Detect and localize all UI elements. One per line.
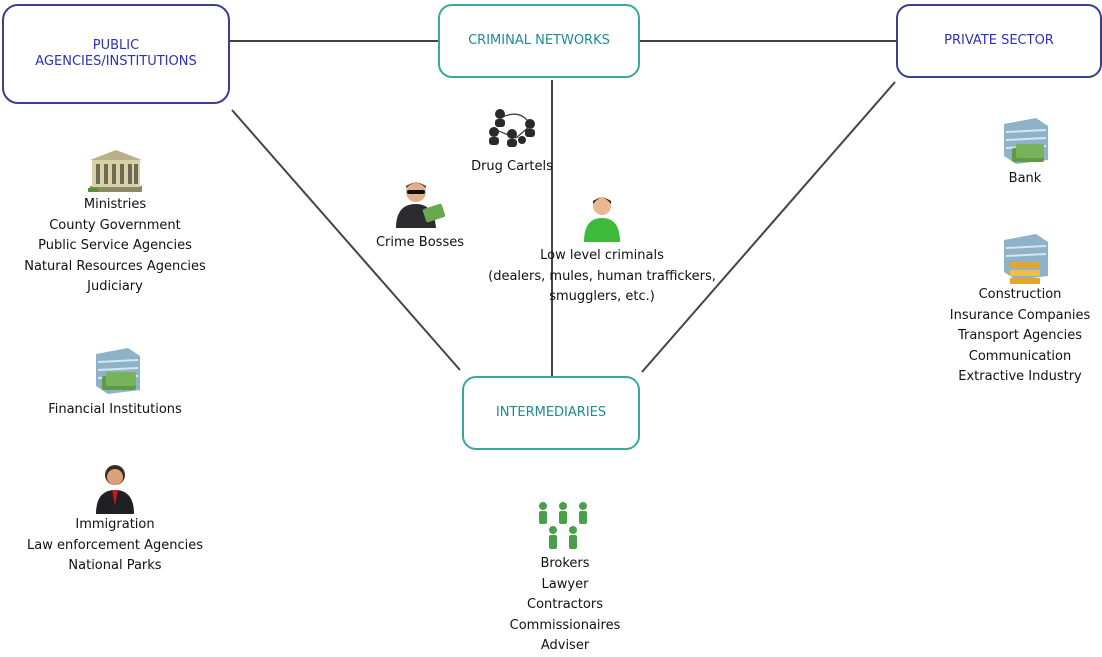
list-item: Immigration	[75, 517, 155, 532]
node-private-sector: PRIVATE SECTOR	[896, 4, 1102, 78]
intermediary-types-label: Brokers Lawyer Contractors Commissionair…	[490, 554, 640, 657]
list-item: Natural Resources Agencies	[24, 258, 206, 274]
low-level-criminals-label: Low level criminals (dealers, mules, hum…	[452, 246, 752, 308]
list-item: Judiciary	[87, 279, 143, 294]
list-item: National Parks	[68, 558, 162, 573]
list-item: Commissionaires	[509, 617, 621, 633]
list-item: Communication	[968, 348, 1072, 364]
list-item: smugglers, etc.)	[549, 289, 655, 304]
law-enforcement-label: Immigration Law enforcement Agencies Nat…	[0, 515, 230, 577]
bank-building-icon	[1004, 118, 1048, 164]
list-item: Law enforcement Agencies	[27, 537, 203, 553]
person-icon	[584, 197, 620, 242]
list-item: Brokers	[540, 556, 590, 571]
list-item: Crime Bosses	[375, 235, 465, 250]
drug-cartels-label: Drug Cartels	[452, 157, 572, 178]
list-item: (dealers, mules, human traffickers,	[488, 268, 716, 284]
node-public-agencies-label: PUBLIC AGENCIES/INSTITUTIONS	[35, 38, 197, 69]
connector-private-intermediaries	[641, 81, 896, 373]
government-bodies-label: Ministries County Government Public Serv…	[0, 195, 230, 298]
list-item: Public Service Agencies	[38, 238, 192, 253]
bank-label: Bank	[985, 169, 1065, 190]
list-item: Adviser	[540, 638, 590, 653]
crime-bosses-label: Crime Bosses	[360, 233, 480, 254]
official-person-icon	[96, 465, 134, 514]
list-item: Contractors	[527, 597, 603, 612]
list-item: Bank	[1008, 171, 1042, 186]
list-item: Lawyer	[541, 576, 589, 592]
private-sectors-label: Construction Insurance Companies Transpo…	[938, 285, 1102, 388]
financial-institutions-label: Financial Institutions	[0, 400, 230, 421]
list-item: Low level criminals	[540, 248, 664, 263]
list-item: Transport Agencies	[957, 328, 1083, 343]
node-criminal-networks: CRIMINAL NETWORKS	[438, 4, 640, 78]
boss-with-money-icon	[396, 182, 446, 228]
list-item: Construction	[978, 287, 1062, 302]
list-item: County Government	[49, 217, 181, 233]
people-group-icon	[539, 502, 587, 549]
government-building-icon	[88, 150, 142, 192]
list-item: Financial Institutions	[48, 402, 182, 417]
list-item: Extractive Industry	[958, 369, 1082, 384]
node-intermediaries-label: INTERMEDIARIES	[495, 405, 607, 420]
network-people-icon	[489, 109, 535, 147]
node-intermediaries: INTERMEDIARIES	[462, 376, 640, 450]
money-building-icon	[96, 348, 140, 394]
node-public-agencies: PUBLIC AGENCIES/INSTITUTIONS	[2, 4, 230, 104]
list-item: Insurance Companies	[949, 307, 1091, 323]
node-criminal-networks-label: CRIMINAL NETWORKS	[468, 33, 610, 48]
corporate-building-icon	[1004, 234, 1048, 284]
list-item: Ministries	[83, 197, 147, 212]
connector-public-intermediaries	[231, 109, 461, 371]
node-private-sector-label: PRIVATE SECTOR	[944, 33, 1054, 48]
list-item: Drug Cartels	[471, 159, 553, 174]
